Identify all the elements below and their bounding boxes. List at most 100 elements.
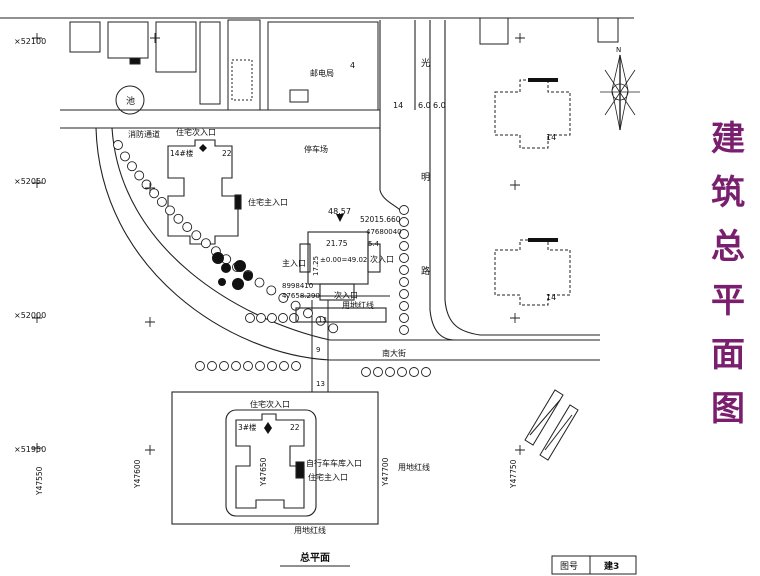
coordinate-label: 52015.660 — [360, 215, 401, 224]
tree-icon — [113, 140, 123, 150]
hatched-structure — [524, 389, 579, 461]
grid-y-label: ×52050 — [14, 177, 46, 186]
lower-entrance-marker — [264, 422, 272, 434]
tree-icon — [399, 253, 409, 263]
tree-icon — [399, 229, 409, 239]
neighbor-number: 14 — [546, 133, 556, 142]
tree-icon — [200, 238, 211, 249]
grid-y-label: ×51950 — [14, 445, 46, 454]
tree-icon — [399, 205, 409, 215]
road-dimension: 6.0 — [433, 101, 446, 110]
grid-x-label: Y47750 — [509, 459, 518, 489]
tree-icon — [243, 361, 253, 371]
secondary-entry-label: 次入口 — [334, 290, 358, 300]
tree-icon — [291, 361, 301, 371]
tree-icon — [279, 361, 289, 371]
secondary-entrance-label: 住宅次入口 — [176, 127, 216, 137]
level-label: 48.57 — [328, 207, 351, 216]
post-office-number: 4 — [350, 61, 355, 70]
title-block-label: 图号 — [560, 561, 578, 572]
grid-crosses — [32, 33, 525, 455]
tree-icon — [134, 170, 145, 181]
dimension-label: 9 — [316, 346, 320, 354]
title-char: 图 — [711, 389, 745, 429]
level-marker — [336, 214, 344, 222]
tree-icon — [165, 205, 175, 216]
building-14 — [167, 139, 242, 245]
dimension-label: 21.75 — [326, 239, 348, 248]
fire-lane-label: 消防通道 — [128, 129, 160, 139]
building-number: 22 — [290, 423, 300, 432]
redline-label: 用地红线 — [342, 300, 374, 310]
title-char: 平 — [711, 281, 745, 321]
title-char: 总 — [711, 227, 745, 267]
road-label-guang: 光 — [421, 57, 430, 69]
neighbor-buildings — [494, 79, 571, 306]
central-building — [295, 231, 390, 323]
grid-x-label: Y47600 — [133, 459, 142, 489]
tree-icon — [397, 367, 407, 377]
lower-site — [171, 391, 379, 525]
road-label-ming: 明 — [421, 172, 430, 183]
dimension-label: 13 — [316, 380, 325, 388]
tree-icon — [399, 241, 409, 251]
parking-label: 停车场 — [304, 144, 328, 154]
tree-icon — [266, 285, 277, 296]
tree-icon — [245, 313, 255, 323]
tree-icon — [120, 151, 130, 162]
road-dimension: 6.0 — [418, 101, 431, 110]
title-char: 建 — [711, 119, 745, 159]
tree-icon — [315, 315, 326, 326]
tree-icon — [328, 323, 339, 334]
tree-icon — [421, 367, 431, 377]
main-entrance-label: 住宅主入口 — [308, 472, 348, 482]
post-office-label: 邮电局 — [310, 68, 334, 78]
title-block-value: 建3 — [604, 560, 619, 572]
tree-icon — [182, 222, 193, 232]
dimension-label: 17.25 — [312, 256, 320, 276]
bike-garage-label: 自行车车库入口 — [306, 458, 362, 468]
redline-label: 用地红线 — [398, 462, 430, 472]
title-char: 筑 — [711, 173, 745, 213]
building-label: 14#楼 — [170, 148, 194, 158]
road-label-lu: 路 — [421, 265, 430, 277]
title-char: 面 — [711, 335, 745, 375]
tree-icon — [191, 230, 202, 241]
tree-icon — [255, 361, 265, 371]
neighbor-number: 14 — [546, 293, 556, 302]
north-arrow-icon — [600, 54, 640, 131]
secondary-entry-label: 次入口 — [370, 254, 394, 264]
grid-y-label: ×52100 — [14, 37, 46, 46]
drawing-caption: 总平面 — [300, 551, 330, 564]
tree-icon — [399, 325, 409, 335]
pond-label: 池 — [126, 95, 135, 107]
floor-level-label: ±0.00=49.02 — [320, 256, 367, 264]
tree-icon — [231, 361, 241, 371]
tree-icon — [399, 301, 409, 311]
tree-icon — [409, 367, 419, 377]
tree-icon — [399, 217, 409, 227]
secondary-entrance-label: 住宅次入口 — [250, 399, 290, 409]
dimension-label: 13 — [318, 316, 327, 324]
slide-title: 建 筑 总 平 面 图 — [704, 112, 752, 436]
road-dimension: 14 — [393, 101, 403, 110]
grid-x-label: Y47650 — [259, 457, 268, 487]
guangming-road — [379, 20, 600, 341]
tree-icon — [373, 367, 383, 377]
grid-x-label: Y47550 — [35, 466, 44, 496]
coordinate-label: 47658.290 — [282, 292, 320, 300]
building-number: 22 — [222, 149, 232, 158]
tree-icon — [207, 361, 217, 371]
dimension-label: 5.4 — [368, 240, 380, 248]
tree-icon — [141, 179, 152, 190]
tree-icon — [156, 196, 167, 207]
tree-icon — [256, 313, 266, 323]
tree-icon — [303, 308, 313, 319]
tree-icon — [399, 313, 409, 323]
grid-x-label: Y47700 — [381, 457, 390, 487]
tree-icon — [399, 289, 409, 299]
main-entry-label: 主入口 — [282, 258, 306, 268]
tree-icon — [254, 277, 265, 288]
tree-icon — [149, 188, 160, 199]
title-block — [551, 555, 637, 575]
